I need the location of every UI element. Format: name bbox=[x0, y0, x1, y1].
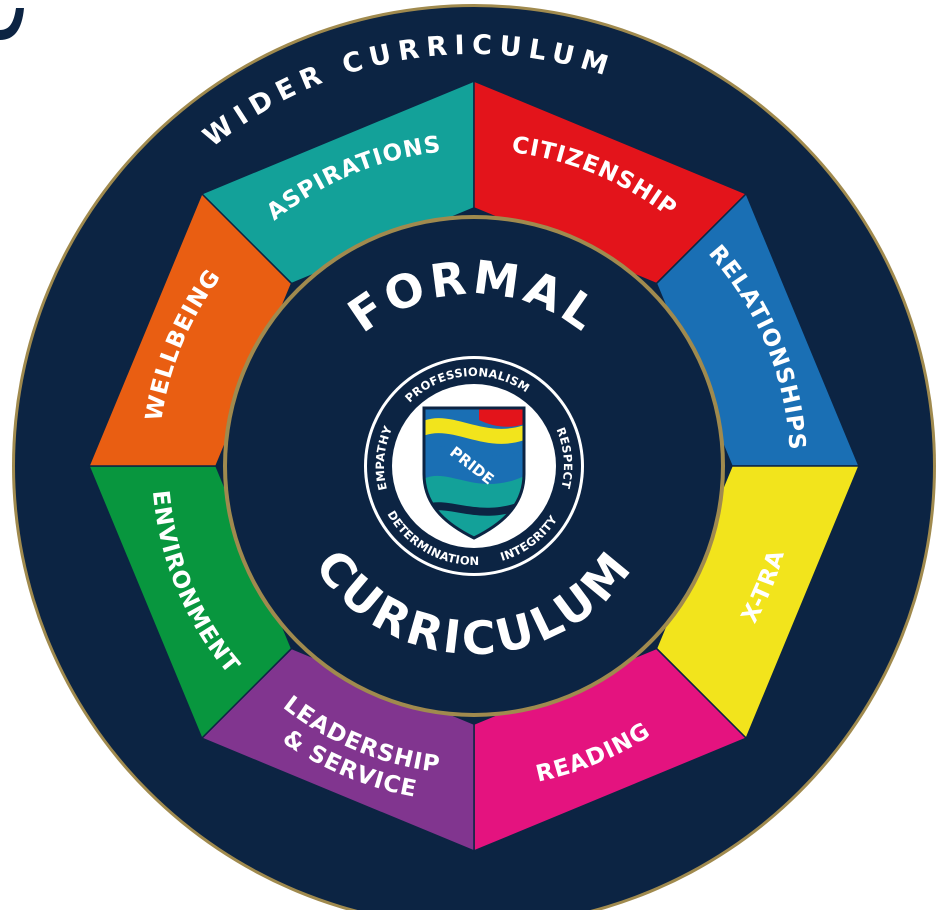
pride-badge: PRIDEPROFESSIONALISMRESPECTINTEGRITYDETE… bbox=[364, 356, 584, 576]
corner-fragment bbox=[0, 8, 24, 40]
